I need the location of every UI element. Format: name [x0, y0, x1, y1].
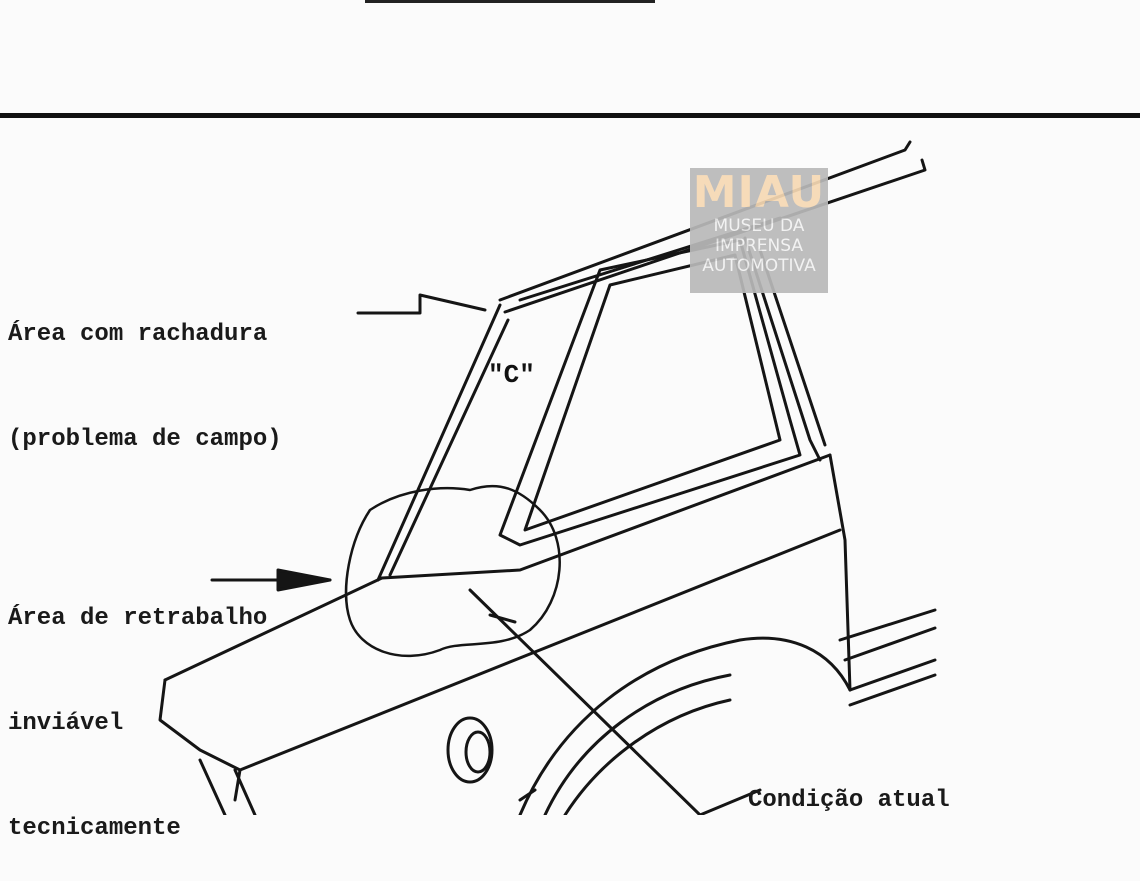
roof-rail-inner	[503, 158, 927, 314]
watermark-line: MUSEU DA	[713, 216, 805, 236]
body-rear-edge	[828, 453, 852, 692]
condition-leader-line-2	[488, 613, 517, 624]
crack-area-label-line1: Área com rachadura	[8, 321, 268, 348]
rework-label-line2: inviável	[8, 710, 124, 737]
sill-lines	[838, 608, 937, 707]
section-divider	[0, 113, 1140, 118]
car-rear-quarter-drawing	[158, 140, 937, 815]
body-side	[158, 528, 842, 772]
window-frame-rear	[743, 236, 822, 462]
rework-area-label: Área de retrabalho inviável tecnicamente	[8, 531, 267, 881]
condition-leader-line	[468, 588, 702, 815]
lower-rear	[198, 758, 257, 815]
belt-line	[380, 453, 832, 580]
crack-leader-line	[356, 293, 487, 315]
rework-area-outline	[344, 484, 561, 658]
watermark-line: AUTOMOTIVA	[702, 256, 816, 276]
fuel-door	[446, 716, 494, 784]
wheel-arch-lip	[563, 698, 732, 815]
crack-area-label: Área com rachadura (problema de campo)	[8, 247, 282, 492]
museum-watermark: MIAU MUSEU DA IMPRENSA AUTOMOTIVA	[690, 168, 828, 293]
c-pillar-label: "C"	[488, 360, 535, 390]
roof-rail-outer	[498, 140, 912, 302]
current-condition-label: Condição atual	[748, 787, 950, 814]
wheel-arch	[518, 636, 852, 815]
rework-label-line3: tecnicamente	[8, 815, 181, 842]
rework-label-line1: Área de retrabalho	[8, 605, 268, 632]
crack-area-label-line2: (problema de campo)	[8, 426, 282, 453]
top-rule	[365, 0, 655, 3]
rework-arrow-head	[276, 568, 332, 592]
wheel-arch-inner	[543, 673, 732, 815]
c-pillar-rear	[388, 318, 510, 577]
fuel-door-inner	[464, 730, 492, 774]
lower-misc	[518, 788, 762, 815]
c-pillar-front	[376, 303, 502, 582]
watermark-line: IMPRENSA	[715, 236, 803, 256]
watermark-logo: MIAU	[692, 167, 826, 218]
